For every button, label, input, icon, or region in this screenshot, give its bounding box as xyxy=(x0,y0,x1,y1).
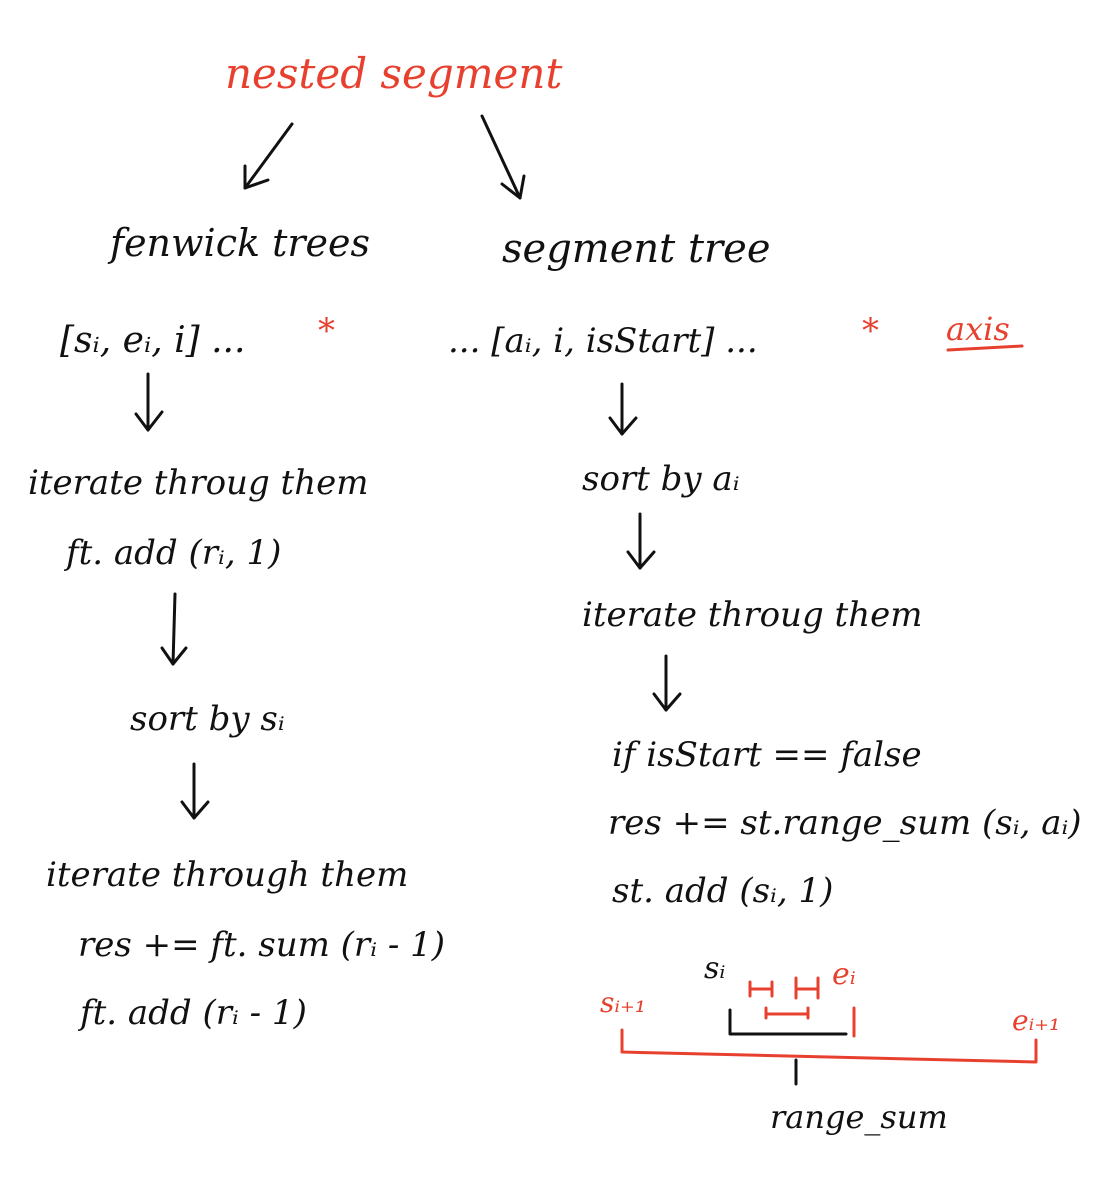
fenwick-step-iterate-2: iterate through them xyxy=(46,855,408,895)
arrow-left-3 xyxy=(180,762,210,820)
arrow-to-fenwick xyxy=(243,122,294,190)
nested-segment-small-3 xyxy=(764,1006,810,1020)
fenwick-step-iterate: iterate throug them xyxy=(28,463,368,503)
segment-step-res: res += st.range_sum (sᵢ, aᵢ) xyxy=(608,803,1082,843)
fenwick-step-sort: sort by sᵢ xyxy=(130,699,285,739)
outer-segment xyxy=(620,1028,1038,1064)
fenwick-tuple: [sᵢ, eᵢ, i] ... xyxy=(60,320,245,361)
label-s-i: sᵢ xyxy=(704,951,725,986)
segment-step-add: st. add (sᵢ, 1) xyxy=(612,871,833,911)
arrow-left-2 xyxy=(160,592,188,666)
axis-label: axis xyxy=(946,310,1010,348)
fenwick-marker: * xyxy=(318,311,335,351)
current-segment xyxy=(728,1008,848,1036)
fenwick-heading: fenwick trees xyxy=(107,221,370,265)
segment-step-sort: sort by aᵢ xyxy=(582,459,740,499)
arrow-to-segment-tree xyxy=(480,114,526,200)
segment-tree-tuple: ... [aᵢ, i, isStart] ... xyxy=(448,321,758,361)
nested-segment-small-2 xyxy=(794,976,820,1000)
segment-tree-marker: * xyxy=(862,311,879,351)
interval-sketch: sᵢ eᵢ sᵢ₊₁ eᵢ₊₁ range_sum xyxy=(600,951,1060,1136)
segment-step-if: if isStart == false xyxy=(612,735,922,775)
segment-step-iterate: iterate throug them xyxy=(582,595,922,635)
arrow-right-1 xyxy=(608,382,638,436)
fenwick-step-add-2: ft. add (rᵢ - 1) xyxy=(77,993,307,1033)
segment-tree-heading: segment tree xyxy=(502,226,771,272)
fenwick-step-res: res += ft. sum (rᵢ - 1) xyxy=(78,925,445,965)
label-s-i-plus-1: sᵢ₊₁ xyxy=(600,986,646,1019)
fenwick-step-add: ft. add (rᵢ, 1) xyxy=(63,533,281,573)
arrow-right-2 xyxy=(626,512,656,570)
label-e-i-plus-1: eᵢ₊₁ xyxy=(1012,1004,1060,1037)
nested-segment-small-1 xyxy=(748,980,774,998)
diagram-title: nested segment xyxy=(225,49,562,98)
label-range-sum: range_sum xyxy=(770,1098,948,1136)
axis-underline xyxy=(946,344,1024,352)
label-e-i: eᵢ xyxy=(832,957,856,992)
arrow-left-1 xyxy=(134,372,164,432)
arrow-right-3 xyxy=(652,654,682,712)
